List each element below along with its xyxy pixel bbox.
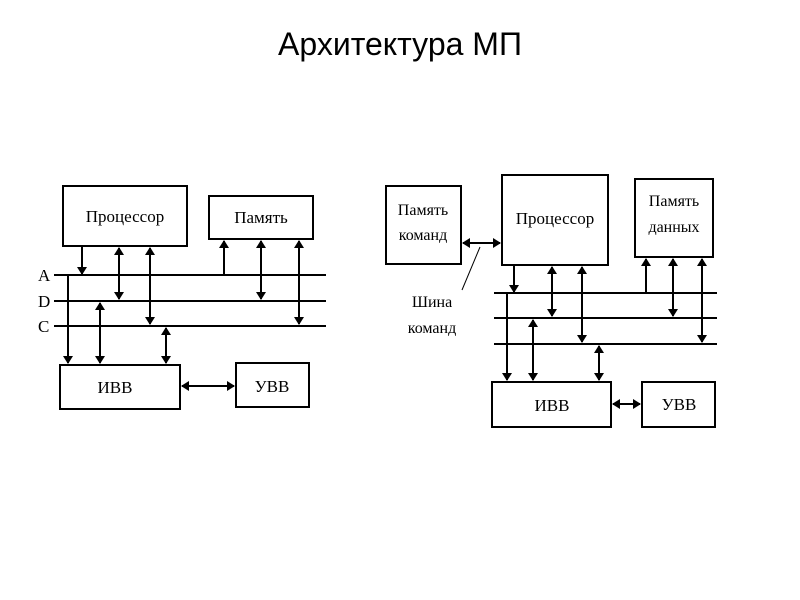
right-processor-label: Процессор bbox=[516, 209, 594, 228]
left-processor-box bbox=[62, 185, 188, 247]
right-processor-box bbox=[501, 174, 609, 266]
left-ivv-label: ИВВ bbox=[98, 378, 133, 397]
bus-label-d: D bbox=[38, 292, 50, 311]
right-instr-memory-label-1: Память bbox=[398, 202, 448, 219]
slide-title: Архитектура МП bbox=[278, 26, 522, 62]
right-instr-memory-label-2: команд bbox=[399, 227, 447, 244]
left-memory-box bbox=[208, 195, 314, 240]
right-data-memory-box bbox=[634, 178, 714, 258]
right-ivv-box bbox=[491, 381, 612, 428]
bus-label-c: C bbox=[38, 317, 49, 336]
right-ivv-label: ИВВ bbox=[535, 396, 570, 415]
right-data-memory-label-1: Память bbox=[649, 193, 699, 210]
right-data-memory-label-2: данных bbox=[648, 219, 699, 236]
right-instr-memory-box bbox=[385, 185, 462, 265]
right-instr-bus-pointer bbox=[461, 246, 481, 291]
left-uvv-box bbox=[235, 362, 310, 408]
left-memory-label: Память bbox=[234, 208, 288, 227]
bus-label-a: A bbox=[38, 266, 51, 285]
left-processor-label: Процессор bbox=[86, 207, 164, 226]
right-uvv-box bbox=[641, 381, 716, 428]
right-uvv-label: УВВ bbox=[662, 395, 697, 414]
instr-bus-label-2: команд bbox=[408, 320, 456, 337]
left-uvv-label: УВВ bbox=[255, 377, 290, 396]
instr-bus-label-1: Шина bbox=[412, 294, 452, 311]
left-ivv-box bbox=[59, 364, 181, 410]
